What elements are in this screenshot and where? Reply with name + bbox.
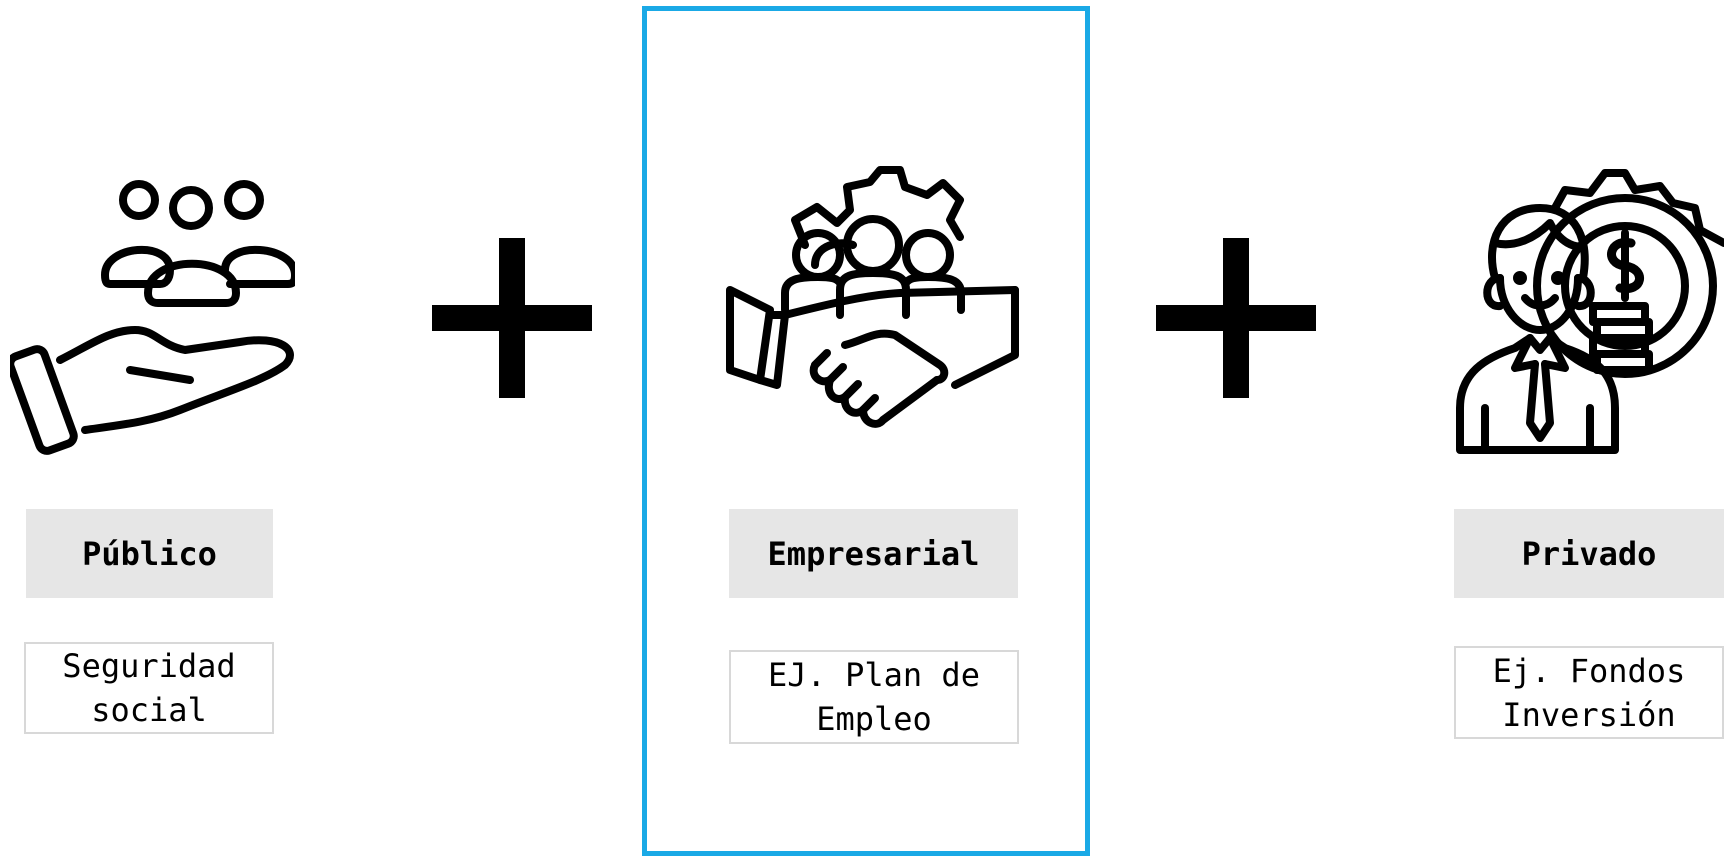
category-title-privado: Privado <box>1454 509 1724 598</box>
category-title-publico: Público <box>26 509 273 598</box>
businessman-money-gear-icon <box>1455 168 1724 458</box>
plus-operator-2 <box>1156 238 1316 398</box>
hand-holding-people-icon <box>10 170 295 455</box>
category-title-empresarial: Empresarial <box>729 509 1018 598</box>
category-description-empresarial: EJ. Plan de Empleo <box>729 650 1019 744</box>
plus-operator-1 <box>432 238 592 398</box>
category-description-privado: Ej. Fondos Inversión <box>1454 646 1724 739</box>
handshake-team-gear-icon <box>725 165 1020 460</box>
category-description-publico: Seguridad social <box>24 642 274 734</box>
